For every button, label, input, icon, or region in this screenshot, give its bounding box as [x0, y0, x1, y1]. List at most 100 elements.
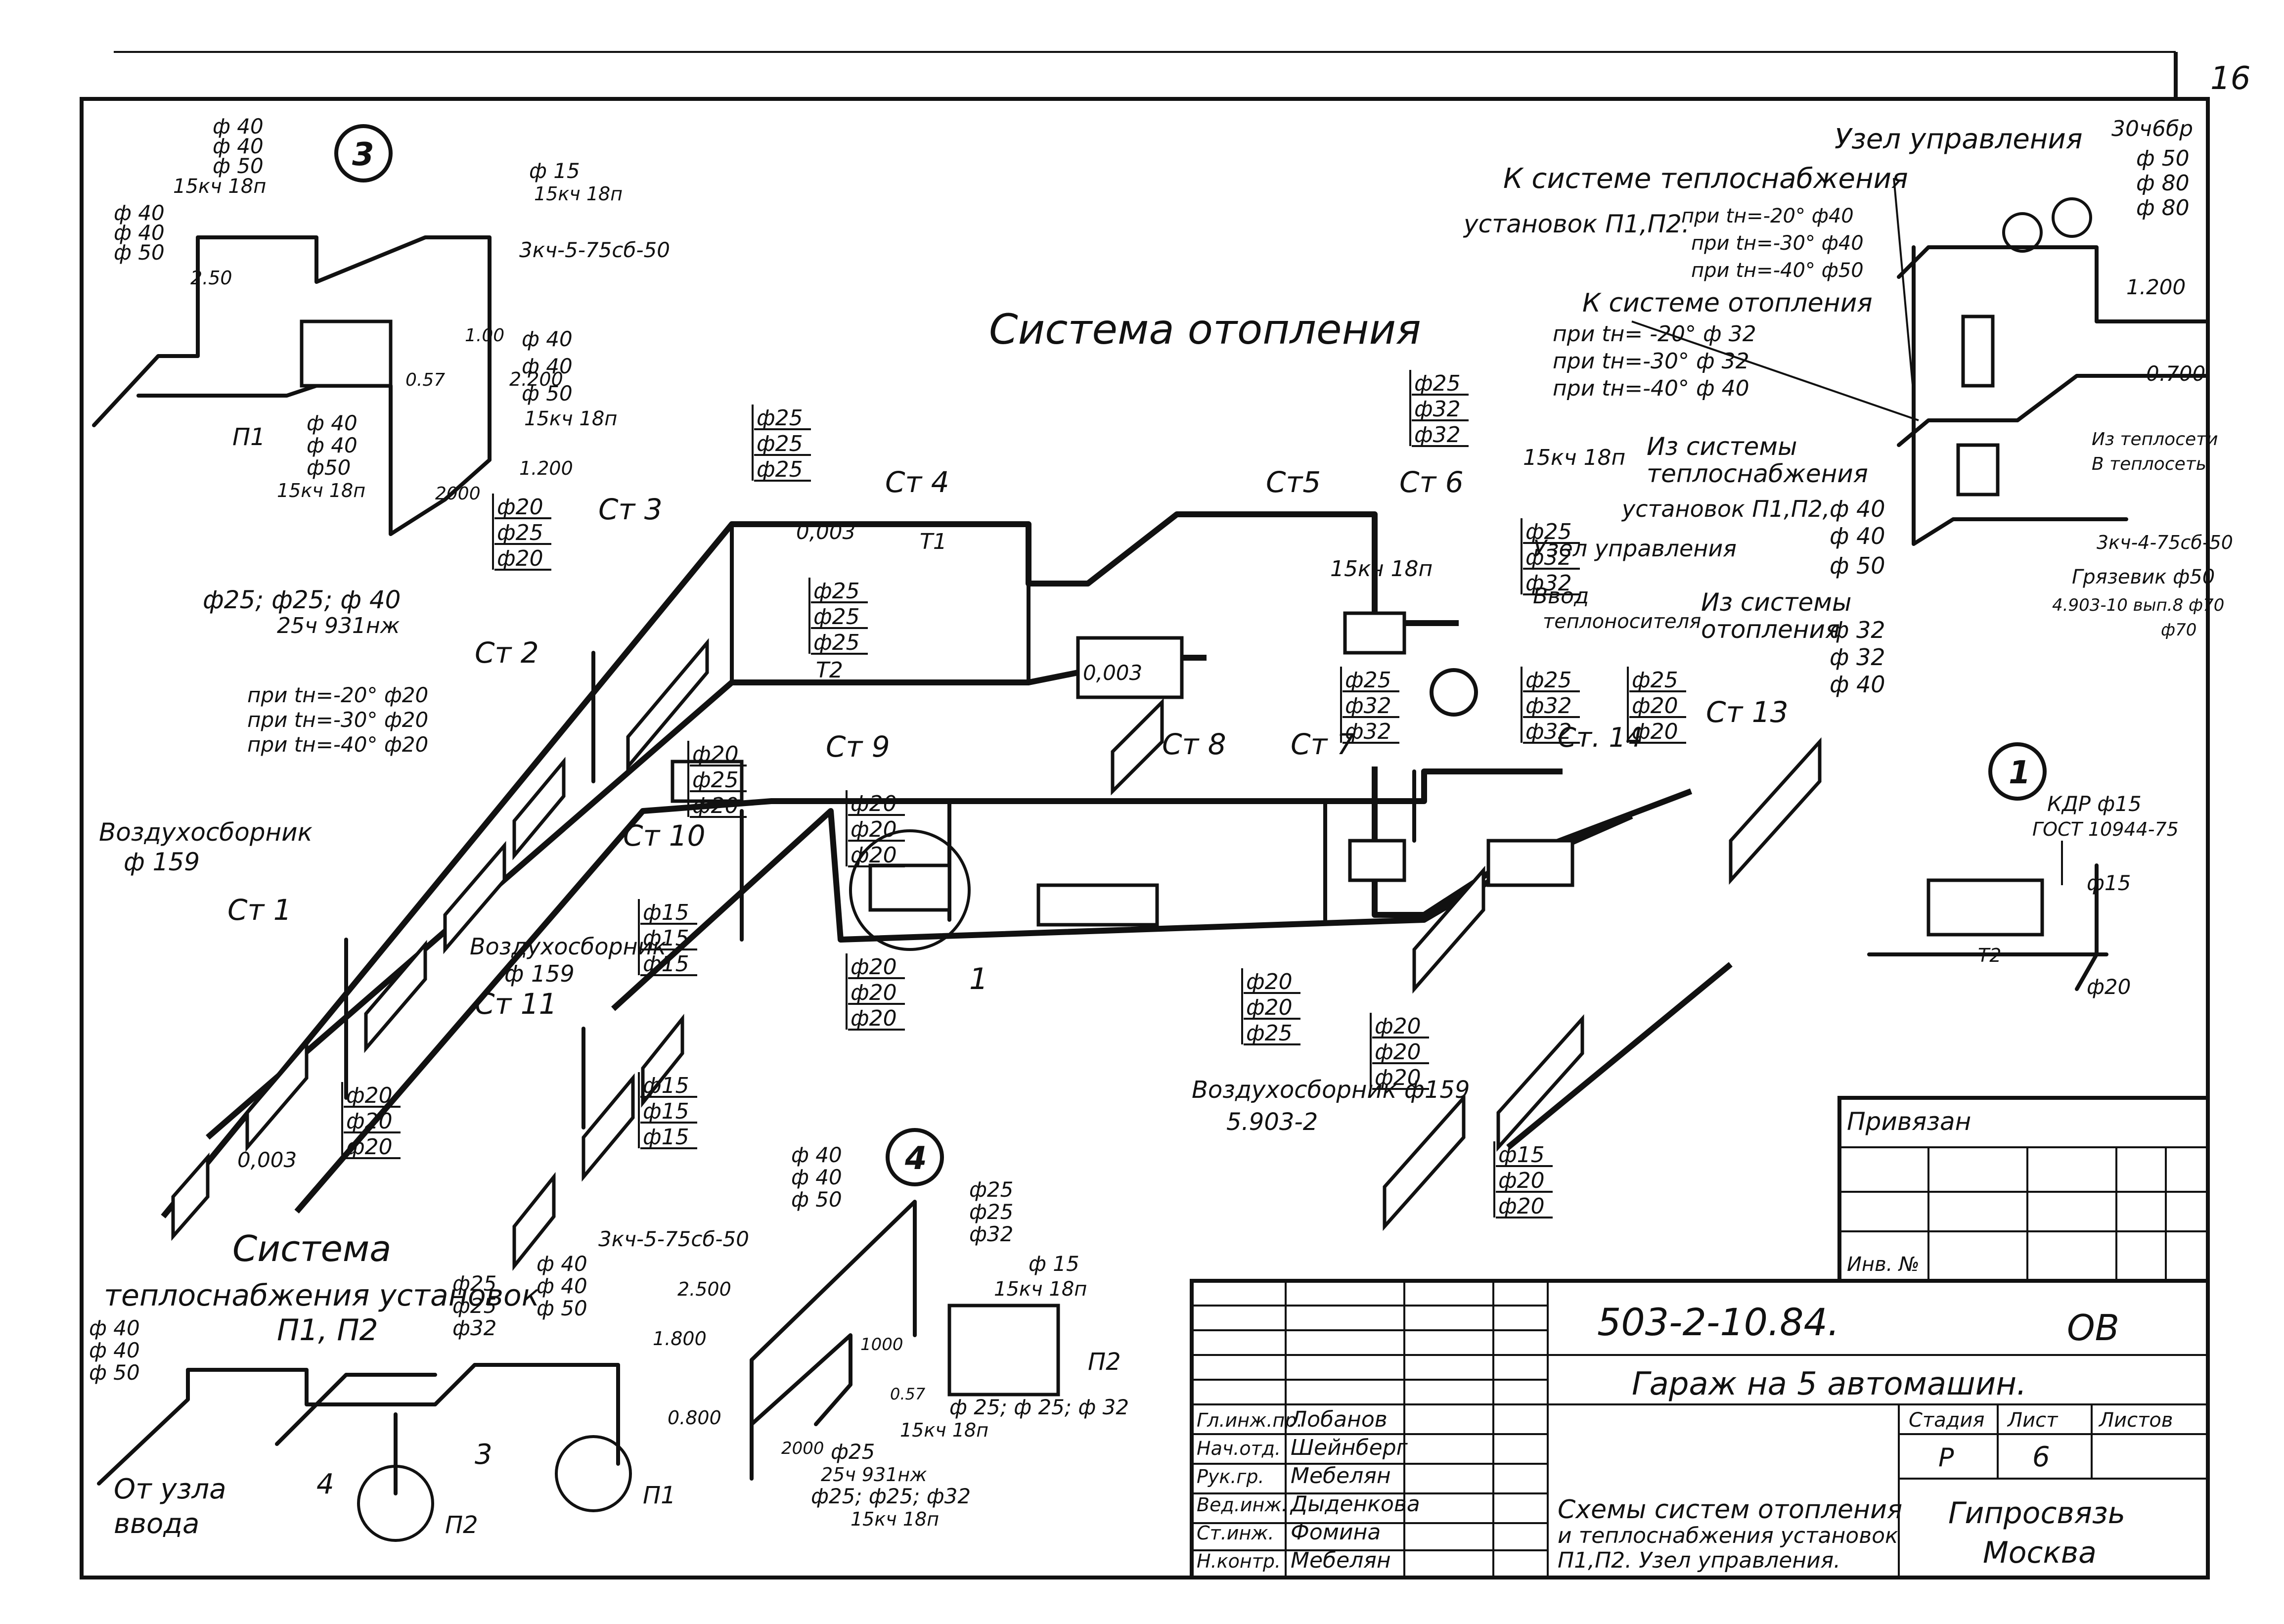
diameter-label: ф25: [692, 767, 739, 793]
desc-line-2: и теплоснабжения установок: [1558, 1523, 1898, 1548]
heat-label-3: 3: [475, 1439, 493, 1471]
diameter-stacks: ф25ф25ф25ф25ф32ф32ф20ф25ф20ф25ф25ф25ф25ф…: [341, 370, 1686, 1219]
diameter-label: ф32: [1414, 397, 1461, 422]
detail-4-25-0: ф25: [969, 1177, 1013, 1202]
heat-label-p2: П2: [445, 1511, 478, 1539]
detail-3-mid-2: ф50: [307, 455, 351, 480]
riser-label-st10: Ст 10: [623, 819, 706, 853]
h30-32: при tн=-30° ф 32: [1553, 349, 1749, 374]
detail-3-d15: ф 15: [529, 159, 580, 183]
stage-header: Стадия: [1909, 1409, 1984, 1432]
t40-50: при tн=-40° ф50: [1691, 259, 1864, 282]
detail-3-left-0: ф 40: [114, 201, 165, 225]
detail-4-bot3v: 15кч 18п: [851, 1508, 939, 1530]
diameter-label: ф20: [346, 1109, 393, 1134]
slope-label: 0,003: [796, 520, 855, 544]
signature-role: Рук.гр.: [1197, 1466, 1264, 1488]
detail-4-number: 4: [904, 1140, 927, 1177]
diameter-label: ф25: [757, 457, 803, 482]
detail-3-stack-0: ф 40: [213, 114, 264, 138]
detail-1-d20: ф20: [2087, 975, 2131, 999]
t20-40: при tн=-20° ф40: [1681, 205, 1854, 227]
diameter-label: ф15: [643, 1073, 689, 1098]
to-heatnet: Из теплосети: [2092, 429, 2218, 450]
detail-4-bot3: ф25; ф25; ф32: [811, 1484, 971, 1508]
detail-3-stack-2: ф 50: [213, 154, 264, 178]
detail-3-number: 3: [352, 136, 374, 173]
signature-name: Фомина: [1291, 1520, 1381, 1545]
diameter-label: ф25: [1525, 519, 1572, 544]
detail-1: 1 КДР ф15 ГОСТ 10944-75 ф15 ф20 Т2: [1867, 742, 2179, 999]
riser-st2-dia-30: при tн=-30° ф20: [247, 708, 428, 732]
valve-15-label: 15кч 18п: [1330, 556, 1433, 582]
detail-1-gost: ГОСТ 10944-75: [2032, 818, 2179, 840]
riser-label-st3: Ст 3: [598, 493, 663, 526]
heat-25-2: ф32: [452, 1316, 496, 1340]
heat-mid-1: ф 40: [537, 1274, 587, 1298]
h40-40: при tн=-40° ф 40: [1553, 376, 1749, 401]
heating-system-scheme: Система отопления: [99, 305, 1822, 1271]
sheet-frame: 16: [80, 51, 2250, 1579]
detail-4-1800: 1.800: [653, 1328, 707, 1350]
pipe-tag-t2: Т2: [816, 658, 843, 683]
detail-4-25-1: ф25: [969, 1200, 1013, 1224]
lower-loop-t1: [294, 768, 1563, 1214]
diameter-label: ф32: [1525, 693, 1572, 719]
diameter-label: ф20: [1498, 1194, 1545, 1219]
detail-3-right-v: 15кч 18п: [524, 407, 617, 430]
detail-3-057: 0.57: [405, 370, 445, 390]
diameter-label: ф25: [1414, 371, 1461, 396]
diameter-label: ф15: [643, 1125, 689, 1150]
node-control-mid: Узел управления: [1533, 535, 1737, 562]
right-wing-t2: [1506, 962, 1733, 1150]
detail-3-valve: 15кч 18п: [173, 175, 266, 198]
from-d40c: ф 40: [1830, 671, 1885, 698]
detail-3: 3 ф 40 ф 40 ф 50 15кч 18п ф 15 15кч 18п …: [92, 114, 670, 536]
sheet-header: Лист: [2007, 1409, 2059, 1432]
diameter-label: ф25: [1345, 668, 1391, 693]
detail-1-d15: ф15: [2087, 871, 2131, 895]
valve-group-label: ф25; ф25; ф 40: [203, 586, 401, 614]
diameter-label: ф15: [643, 900, 689, 925]
system-title: Система отопления: [989, 305, 1421, 354]
valve-v80a: ф 80: [2136, 171, 2190, 196]
detail-4-bot2: ф25: [831, 1440, 875, 1464]
air-vent-2: Воздухосборник: [470, 933, 667, 960]
sheet-value: 6: [2032, 1441, 2050, 1473]
diameter-label: ф32: [1345, 719, 1391, 744]
detail-4: 4 ф 40 ф 40 ф 50 ф25 ф25 ф32 3кч-5-75сб-…: [598, 1128, 1129, 1530]
riser-label-st9: Ст 9: [826, 730, 890, 764]
riser-label-st5: Ст5: [1266, 465, 1321, 499]
signature-name: Мебелян: [1291, 1548, 1391, 1573]
diameter-label: ф20: [497, 546, 543, 571]
diameter-label: ф20: [1632, 719, 1678, 744]
detail-4-bot2v: 25ч 931нж: [821, 1464, 927, 1486]
valve-v80b: ф 80: [2136, 195, 2190, 221]
from-node-1: От узла: [114, 1473, 226, 1505]
detail-4-2500: 2.500: [677, 1278, 731, 1300]
from-heating-2: отопления: [1701, 615, 1840, 644]
heat-25-0: ф25: [452, 1271, 496, 1296]
detail-3-left-1: ф 40: [114, 221, 165, 245]
diameter-label: ф20: [346, 1134, 393, 1160]
diameter-label: ф20: [1375, 1065, 1421, 1090]
from-node-2: ввода: [114, 1508, 199, 1540]
detail-3-mid-1: ф 40: [307, 433, 358, 457]
heat-system-title-2: теплоснабжения установок: [104, 1278, 539, 1313]
diameter-label: ф20: [851, 843, 897, 868]
inv-label: Инв. №: [1847, 1253, 1920, 1276]
node-control-top: Узел управления: [1835, 123, 2083, 155]
title-block: Привязан Инв. № 503-2-10.84. ОВ Гараж на…: [1190, 1096, 2210, 1579]
item-1-label: 1: [969, 962, 988, 996]
heat-label-p1: П1: [643, 1482, 676, 1509]
mark-0700: 0.700: [2146, 361, 2205, 386]
heat-system-title-3: П1, П2: [277, 1313, 378, 1348]
detail-4-0800: 0.800: [668, 1407, 721, 1429]
